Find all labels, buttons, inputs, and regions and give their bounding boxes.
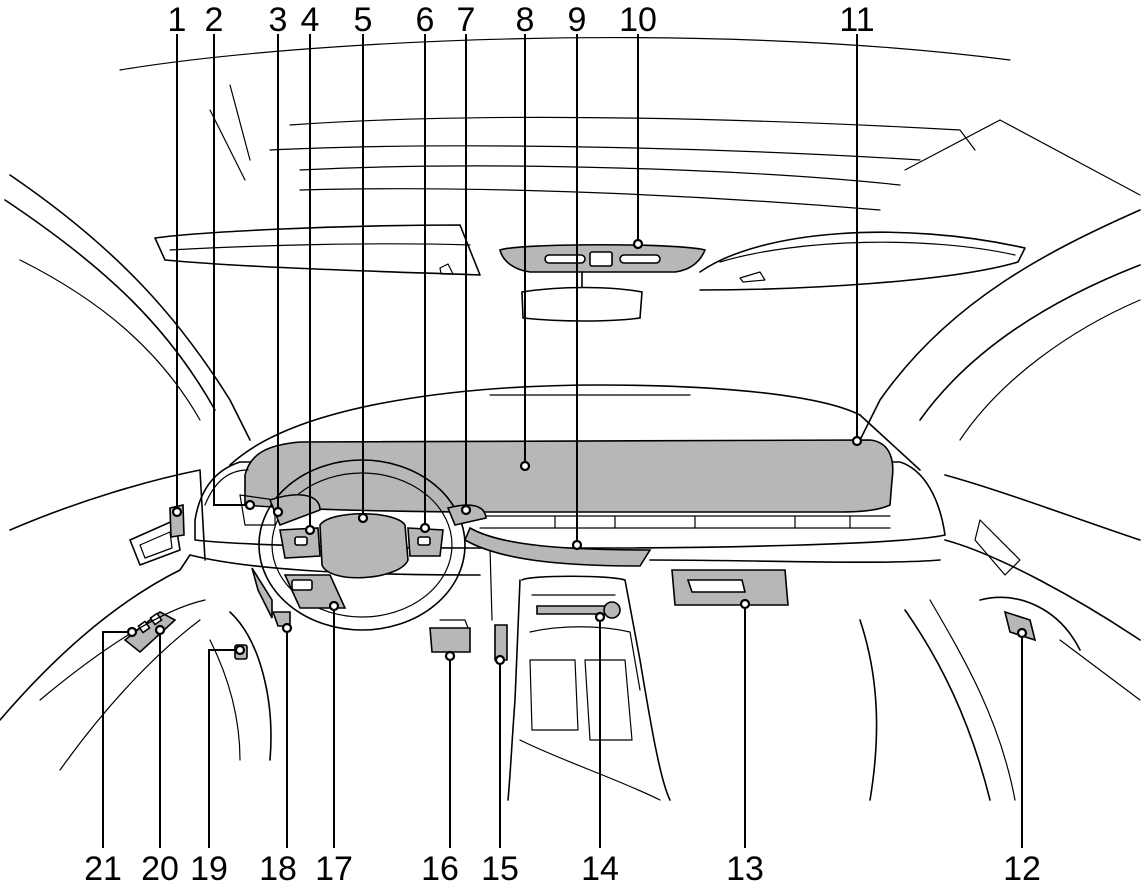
center-console: [429, 575, 671, 801]
dash-trim: [463, 526, 652, 567]
callout-14: 14: [581, 850, 619, 888]
callout-16: 16: [421, 850, 459, 888]
leader-lines: [102, 34, 1023, 848]
overhead-console: [499, 243, 707, 273]
callout-21: 21: [84, 850, 122, 888]
callout-2: 2: [205, 1, 224, 39]
callout-6: 6: [416, 1, 435, 39]
callout-11: 11: [839, 1, 874, 39]
leader-dots: [126, 238, 1028, 666]
callout-labels: 1 2 3 4 5 6 7 8 9 10 11 12 13 14 15 16 1…: [84, 1, 1041, 888]
left-lower: [209, 567, 291, 761]
callout-9: 9: [568, 1, 587, 39]
left-door: [0, 469, 206, 771]
callout-18: 18: [259, 850, 297, 888]
callout-7: 7: [457, 1, 476, 39]
right-door: [859, 474, 1141, 801]
callout-20: 20: [141, 850, 179, 888]
callout-13: 13: [726, 850, 764, 888]
rearview-mirror: [521, 271, 643, 322]
callout-1: 1: [168, 1, 187, 39]
callout-4: 4: [301, 1, 320, 39]
glovebox: [671, 569, 789, 606]
callout-19: 19: [190, 850, 228, 888]
main-display: [244, 439, 894, 513]
callout-12: 12: [1003, 850, 1041, 888]
callout-5: 5: [354, 1, 373, 39]
roof-lines: [119, 37, 1011, 211]
callout-8: 8: [516, 1, 535, 39]
callout-10: 10: [619, 1, 657, 39]
windshield-frame: [4, 119, 1141, 441]
callout-15: 15: [481, 850, 519, 888]
callout-17: 17: [315, 850, 353, 888]
callout-3: 3: [269, 1, 288, 39]
